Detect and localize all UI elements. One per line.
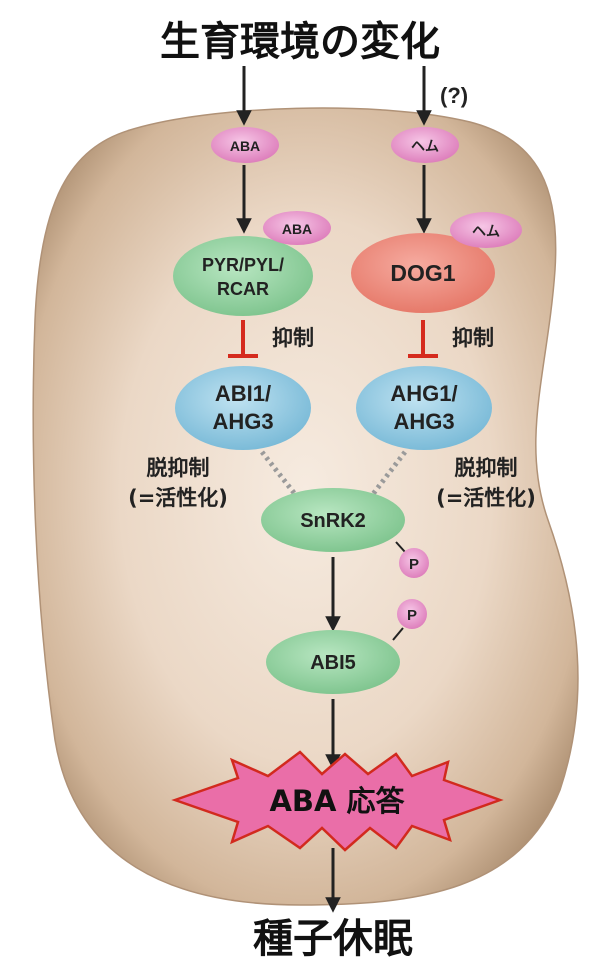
- inhibit-label-left: 抑制: [272, 326, 314, 350]
- heme-bound-label: ヘム: [472, 224, 500, 240]
- inhibit-label-right: 抑制: [452, 326, 494, 350]
- aba-response-burst: [171, 750, 504, 852]
- ahg1-label-line1: AHG1/: [390, 381, 457, 406]
- heme-node-top: [391, 127, 459, 163]
- phosphate-circle-1: [399, 548, 429, 578]
- aba-response-label: ABA 応答: [269, 784, 405, 818]
- dog1-node: [351, 233, 495, 313]
- title-top: 生育環境の変化: [160, 19, 440, 65]
- phospho-bond-2: [392, 627, 404, 641]
- phosphate-label-1: P: [409, 556, 419, 573]
- aba-node-top-label: ABA: [230, 138, 260, 154]
- pyr-pyl-rcar-label-line1: PYR/PYL/: [202, 255, 284, 275]
- phospho-bond-1: [395, 541, 406, 553]
- phosphate-circle-2: [397, 599, 427, 629]
- dog1-label: DOG1: [390, 260, 455, 286]
- ahg1-ahg3-node: [356, 366, 492, 450]
- derepress-label-left-line2: (=活性化): [128, 486, 228, 510]
- abi5-node: [266, 630, 400, 694]
- aba-bound-node: [263, 211, 331, 245]
- ahg1-label-line2: AHG3: [393, 409, 454, 434]
- abi1-label-line1: ABI1/: [215, 381, 271, 406]
- title-bottom: 種子休眠: [253, 916, 413, 962]
- derepress-dotted-left: [260, 450, 300, 500]
- phosphate-label-2: P: [407, 607, 417, 624]
- abi1-label-line2: AHG3: [212, 409, 273, 434]
- derepress-label-right-line2: (=活性化): [436, 486, 536, 510]
- derepress-label-left-line1: 脱抑制: [147, 456, 210, 480]
- heme-node-top-label: ヘム: [411, 139, 439, 155]
- pyr-pyl-rcar-node: [173, 236, 313, 316]
- aba-bound-label: ABA: [282, 221, 312, 237]
- heme-bound-node: [450, 212, 522, 248]
- derepress-dotted-right: [368, 450, 407, 500]
- snrk2-node: [261, 488, 405, 552]
- question-mark-label: (?): [440, 83, 468, 108]
- inhibit-bar-left: [228, 320, 258, 358]
- inhibit-bar-right: [408, 320, 438, 358]
- pyr-pyl-rcar-label-line2: RCAR: [217, 279, 269, 299]
- snrk2-label: SnRK2: [300, 510, 366, 532]
- abi5-label: ABI5: [310, 652, 356, 674]
- aba-node-top: [211, 127, 279, 163]
- abi1-ahg3-node: [175, 366, 311, 450]
- derepress-label-right-line1: 脱抑制: [455, 456, 518, 480]
